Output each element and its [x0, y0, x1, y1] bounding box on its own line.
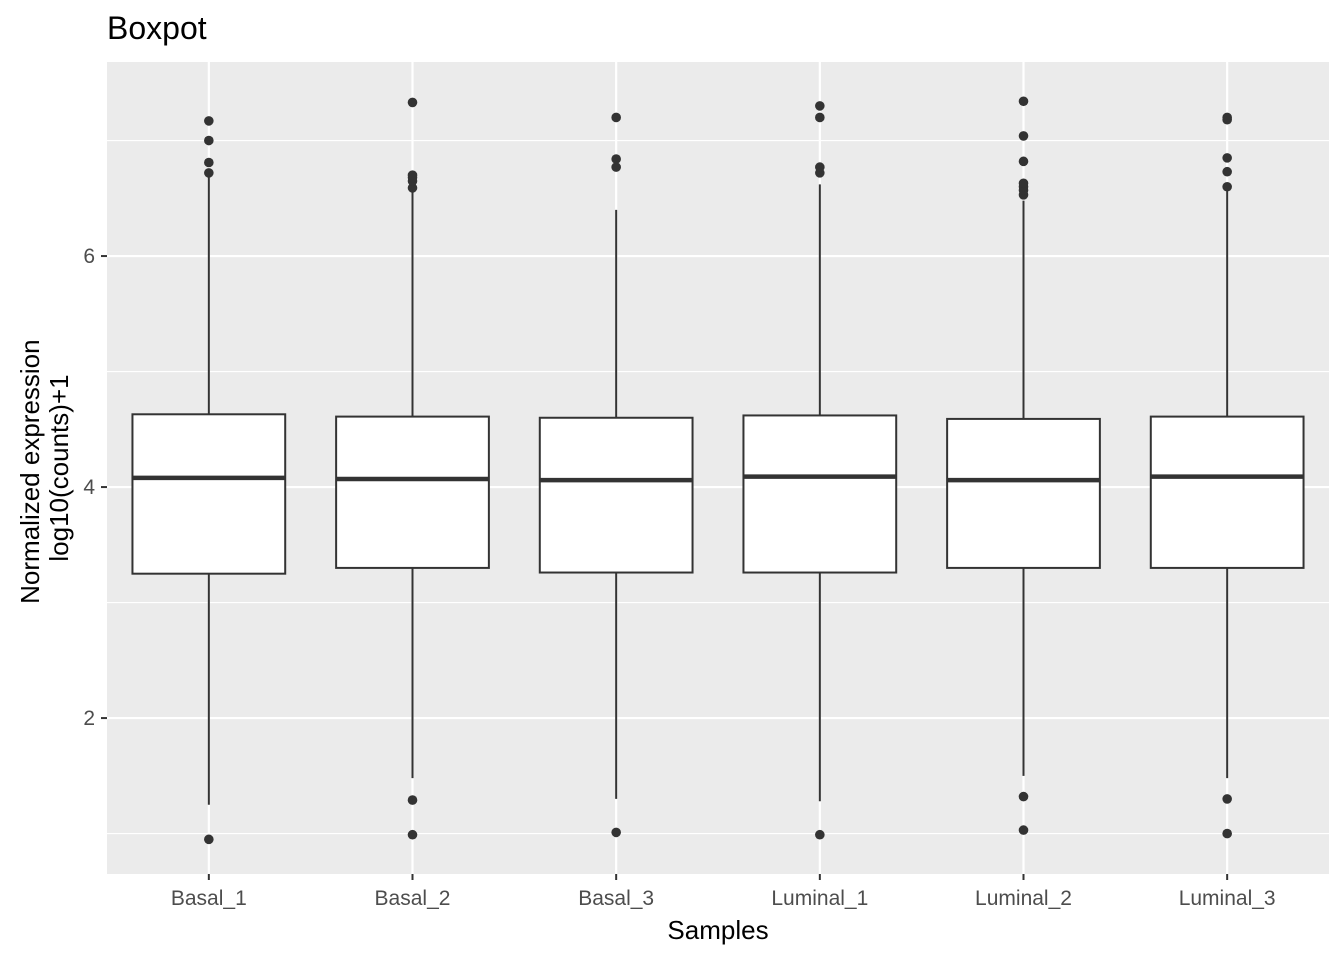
outlier-point [815, 112, 825, 123]
outlier-point [1222, 794, 1232, 804]
iqr-box [335, 415, 490, 569]
x-tick-label: Luminal_2 [975, 887, 1072, 910]
x-tick-label: Basal_2 [375, 887, 451, 910]
iqr-box [946, 417, 1101, 569]
x-tick-label: Basal_1 [171, 887, 247, 910]
iqr-box [538, 416, 694, 574]
outlier-point [204, 834, 214, 845]
box-Luminal_3 [1149, 112, 1305, 839]
x-tick-label: Basal_3 [578, 887, 654, 910]
outlier-point [204, 116, 214, 126]
chart-title: Boxpot [107, 10, 207, 46]
x-axis: Basal_1 Basal_2 Basal_3 Luminal_1 Luminal_2 L… [171, 874, 1276, 910]
outlier-point [1018, 96, 1029, 107]
outlier-point [204, 157, 214, 168]
iqr-box [131, 413, 287, 575]
y-axis: 2 4 6 [83, 245, 107, 730]
outlier-point [407, 183, 418, 193]
outlier-point [407, 795, 418, 805]
outlier-point [611, 154, 621, 164]
outlier-point [1222, 828, 1232, 839]
outlier-point [1222, 153, 1232, 163]
boxes-layer [131, 96, 1305, 845]
outlier-point [611, 162, 621, 172]
iqr-box [1149, 415, 1305, 569]
y-axis-title: Normalized expression log10(counts)+1 [15, 332, 74, 604]
outlier-point [611, 827, 621, 838]
outlier-point [1018, 178, 1029, 189]
box-Luminal_2 [946, 96, 1101, 835]
outlier-point [1222, 166, 1232, 177]
outlier-point [407, 170, 418, 180]
x-axis-title: Samples [667, 915, 768, 945]
outlier-point [1018, 156, 1029, 167]
x-tick-label: Luminal_1 [771, 887, 868, 910]
outlier-point [204, 135, 214, 146]
plot-panel [107, 62, 1329, 874]
outlier-point [1018, 791, 1029, 802]
box-Basal_3 [538, 112, 694, 838]
y-tick-label: 2 [83, 707, 95, 730]
box-Luminal_1 [742, 101, 898, 840]
outlier-point [815, 829, 825, 840]
box-Basal_2 [335, 97, 490, 840]
x-tick-label: Luminal_3 [1179, 887, 1276, 910]
outlier-point [1018, 131, 1029, 141]
iqr-box [742, 414, 898, 574]
outlier-point [204, 168, 214, 178]
outlier-point [815, 101, 825, 111]
box-Basal_1 [131, 116, 287, 845]
outlier-point [1222, 112, 1232, 123]
y-tick-label: 6 [83, 245, 95, 268]
y-tick-label: 4 [83, 476, 95, 499]
y-axis-title-line-1: Normalized expression [15, 339, 45, 603]
minor-gridlines [107, 139, 1329, 835]
y-axis-title-line-2: log10(counts)+1 [44, 374, 74, 561]
outlier-point [407, 829, 418, 840]
outlier-point [1222, 181, 1232, 192]
outlier-point [611, 112, 621, 123]
outlier-point [407, 97, 418, 108]
outlier-point [1018, 825, 1029, 835]
outlier-point [815, 162, 825, 172]
